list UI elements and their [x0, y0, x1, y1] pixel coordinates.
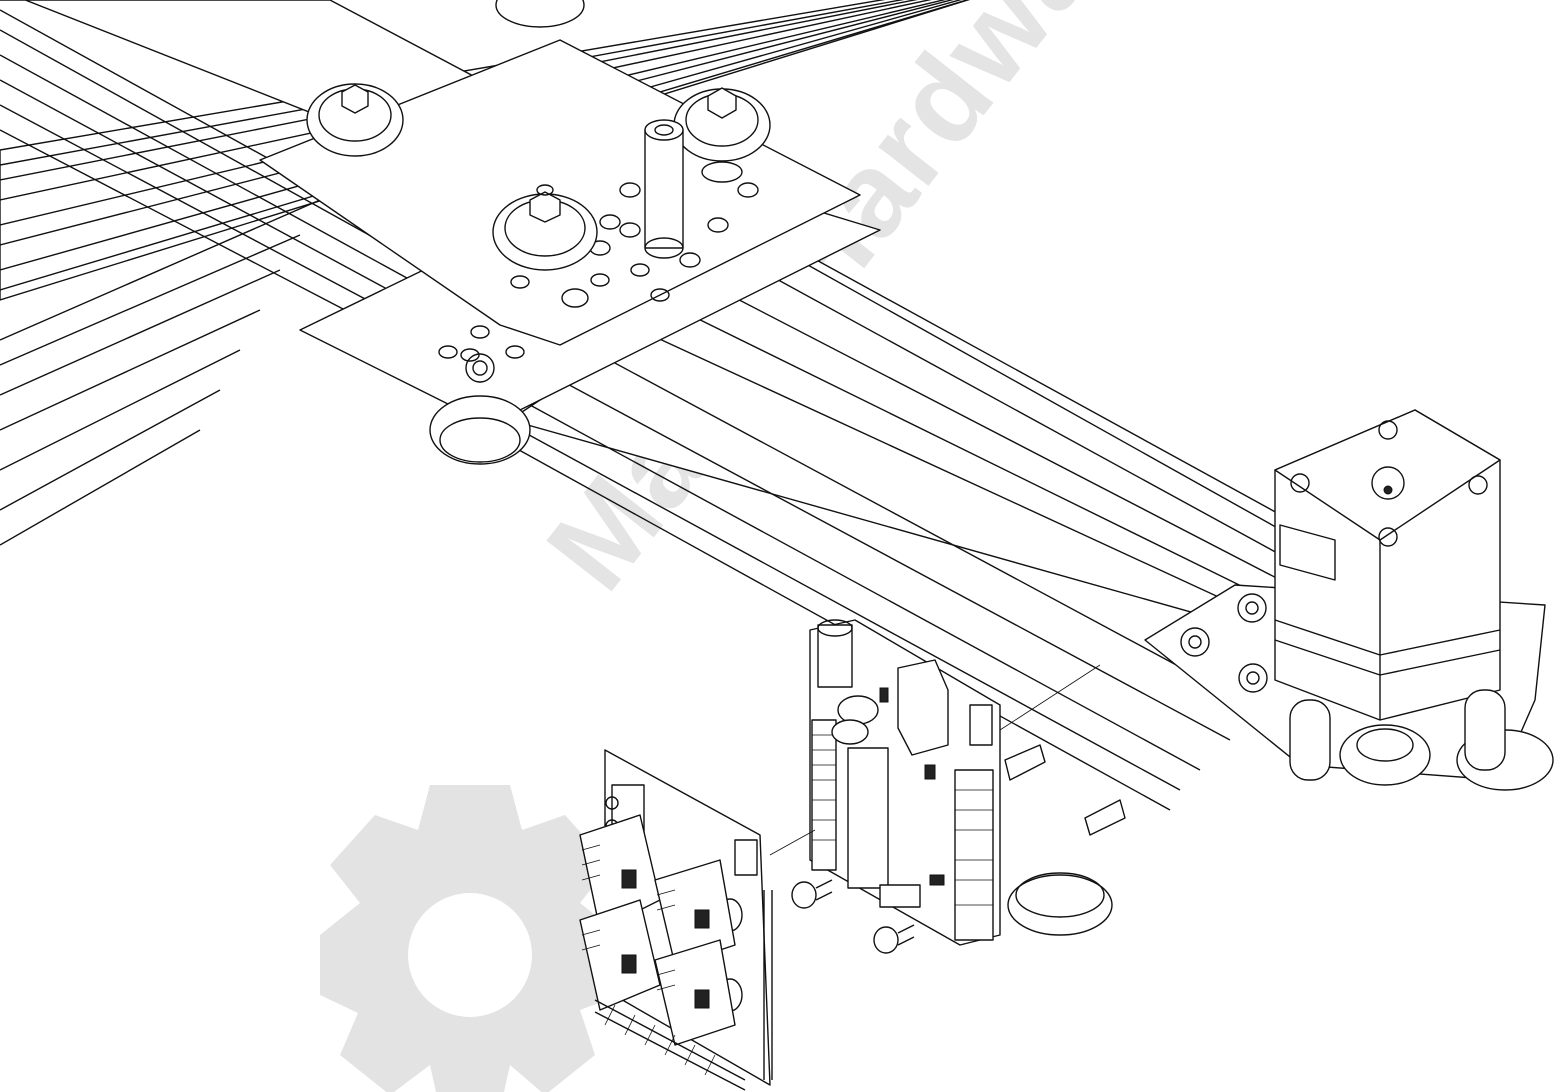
assembly-guide-line: [999, 664, 1101, 731]
v-wheel: [673, 87, 771, 183]
assembly-guide-line: [769, 829, 816, 856]
v-wheel: [492, 184, 598, 271]
nema17-stepper-motor: [1274, 409, 1506, 786]
pin-header: [594, 999, 746, 1091]
stepper-driver: [654, 939, 736, 1046]
stepper-driver: [579, 899, 661, 1011]
standoff: [644, 119, 684, 259]
v-wheel: [1007, 872, 1113, 936]
brass-standoff: [1004, 744, 1126, 836]
arduino-board: [809, 619, 1001, 946]
m3-screw: [791, 879, 833, 909]
v-wheel: [495, 0, 585, 28]
v-wheel: [429, 395, 531, 465]
stepper-driver: [654, 859, 736, 966]
aluminum-extrusion-rail: [509, 239, 1291, 811]
gantry-plate: [259, 39, 861, 346]
gear-icon: [320, 785, 620, 1092]
m3-screw: [873, 924, 915, 954]
v-wheel: [306, 83, 404, 157]
